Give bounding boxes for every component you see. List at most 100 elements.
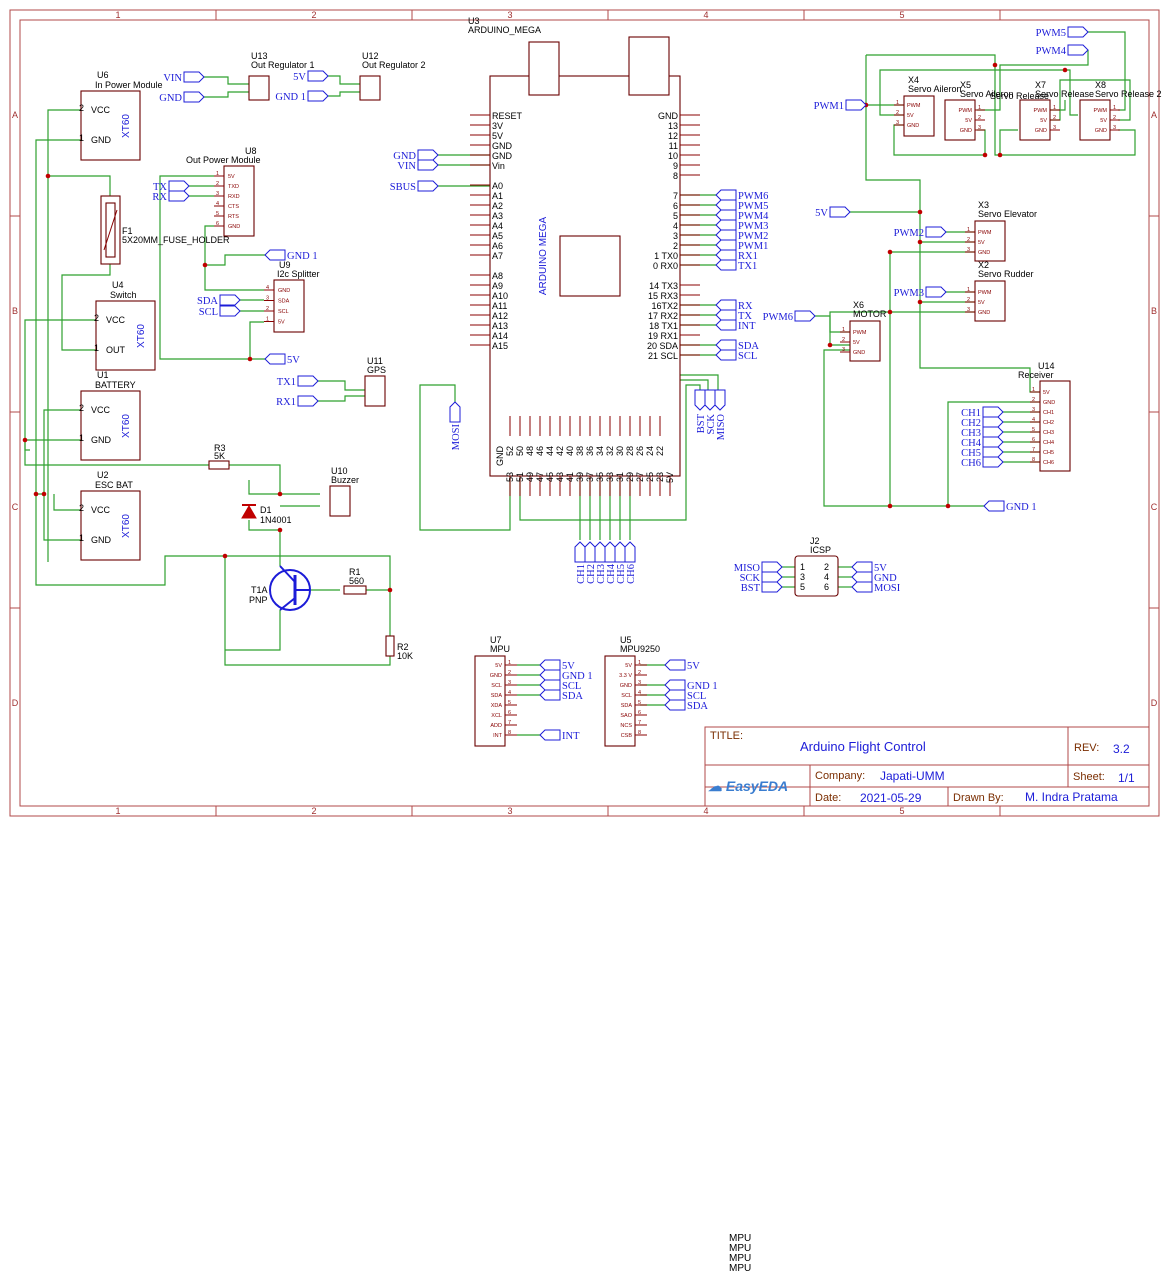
net-ch5-label: CH5 (616, 564, 627, 584)
net-pwm3-label: PWM3 (738, 221, 768, 232)
x5-pin-num: 1 (978, 105, 981, 111)
u3-right-pin-label: 10 (668, 151, 678, 161)
u14-pin-num: 5 (1032, 427, 1035, 433)
u6-pin-num: 1 (79, 133, 84, 143)
u3-left-pin-label: A12 (492, 311, 508, 321)
net-bst-flag (694, 389, 706, 411)
x7-pin-label: GND (1035, 128, 1047, 134)
u5-ref: U5 (620, 635, 632, 645)
x7-name-overlay: Servo Release (990, 91, 1049, 101)
x5-pin-label: 5V (965, 118, 972, 124)
net-vin-label: VIN (163, 73, 182, 84)
x2-pin-label: PWM (978, 290, 992, 296)
grid-col-label: 3 (507, 10, 512, 20)
net-5v-flag (664, 659, 686, 671)
u9-pin-label: SDA (278, 299, 290, 305)
junction-dot (277, 527, 283, 533)
t1a-ref: T1A (251, 585, 268, 595)
u4-part: XT60 (136, 324, 147, 348)
logo-text: EasyEDA (725, 778, 789, 794)
net-pwm4-label: PWM4 (738, 211, 769, 222)
x6-name: MOTOR (853, 309, 887, 319)
r2-ref: R2 (397, 642, 409, 652)
footer-list: MPU MPU MPU MPU (729, 1234, 751, 1274)
u1-pin-vcc: VCC (91, 405, 111, 415)
u3-left-pin-label: A13 (492, 321, 508, 331)
u8-pin-label: RXD (228, 194, 240, 200)
junction-dot (277, 491, 283, 497)
u2-pin-num: 2 (79, 503, 84, 513)
net-tx-flag (715, 309, 737, 321)
u3-left-pin-label: GND (492, 141, 513, 151)
net-sda-flag (539, 689, 561, 701)
company-value: Japati-UMM (880, 769, 945, 783)
net-pwm2-label: PWM2 (894, 228, 924, 239)
net-tx-flag (168, 180, 190, 192)
net-ch6-label: CH6 (626, 564, 637, 584)
grid-row-label: A (1151, 110, 1157, 120)
u1-pin-gnd: GND (91, 435, 112, 445)
u7-pin-num: 8 (508, 730, 511, 736)
u3-left-pin-label: 5V (492, 131, 503, 141)
u3-right-pin-label: 11 (669, 141, 678, 151)
net-vin-label: VIN (397, 161, 416, 172)
net-bst-label: BST (741, 583, 761, 594)
net-bst-flag (761, 581, 783, 593)
u11-ref: U11 (367, 356, 383, 366)
u9-pin-num: 2 (266, 306, 269, 312)
u3-left-pin-label: A4 (492, 221, 503, 231)
u14-pin-label: CH2 (1043, 420, 1054, 426)
u8-name: Out Power Module (186, 155, 261, 165)
u6-part: XT60 (121, 114, 132, 138)
net-pwm3-flag (715, 219, 737, 231)
u4-pin-num: 1 (94, 343, 99, 353)
net-scl-label: SCL (687, 691, 706, 702)
net-pwm1-flag (715, 239, 737, 251)
junction-dot (917, 299, 923, 305)
u3-bottom-pin-label: 30 (615, 446, 625, 456)
net-gnd1-flag (983, 500, 1005, 512)
junction-dot (917, 239, 923, 245)
net-pwm2-label: PWM2 (738, 231, 768, 242)
u13-name: Out Regulator 1 (251, 60, 315, 70)
x3-pin-num: 2 (967, 237, 970, 243)
x2-pin-num: 3 (967, 307, 970, 313)
u3-right-pin-label: 19 RX1 (648, 331, 678, 341)
x2-pin-label: 5V (978, 300, 985, 306)
u3-left-pin-label: GND (492, 151, 513, 161)
net-gnd1-flag (664, 679, 686, 691)
u3-right-pin-label: 3 (673, 231, 678, 241)
net-gnd-flag (183, 91, 205, 103)
u3-bottom-pin-label: 43 (555, 472, 565, 482)
grid-col-label: 5 (899, 10, 904, 20)
u7-pin-label: 5V (495, 663, 502, 669)
u5-pin-label: SDA (621, 703, 633, 709)
u3-right-pin-label: 14 TX3 (649, 281, 678, 291)
u3-bottom-pin-label: 29 (625, 472, 635, 482)
u6-ref: U6 (97, 70, 109, 80)
x2-name: Servo Rudder (978, 269, 1034, 279)
u2-name: ESC BAT (95, 480, 133, 490)
net-5v-flag (829, 206, 851, 218)
junction-dot (22, 437, 28, 443)
net-ch2-flag (584, 541, 596, 563)
net-pwm6-label: PWM6 (763, 312, 793, 323)
u3-bottom-pin-label: 38 (575, 446, 585, 456)
x3-pin-num: 3 (967, 247, 970, 253)
x7-ref: X7 (1035, 80, 1046, 90)
net-int-flag (539, 729, 561, 741)
x5-pin-num: 3 (978, 125, 981, 131)
u3-bottom-pin-label: 24 (645, 446, 655, 456)
u7-name: MPU (490, 644, 510, 654)
u4-pin-out: OUT (106, 345, 126, 355)
u9-pin-label: 5V (278, 320, 285, 326)
u2-part: XT60 (121, 514, 132, 538)
u8-pin-num: 1 (216, 171, 219, 177)
u3-right-pin-label: 20 SDA (647, 341, 678, 351)
x5-pin-num: 2 (978, 115, 981, 121)
u14-pin-num: 3 (1032, 407, 1035, 413)
rev-value: 3.2 (1113, 742, 1130, 756)
net-tx1-flag (715, 259, 737, 271)
u5-pin-num: 2 (638, 670, 641, 676)
